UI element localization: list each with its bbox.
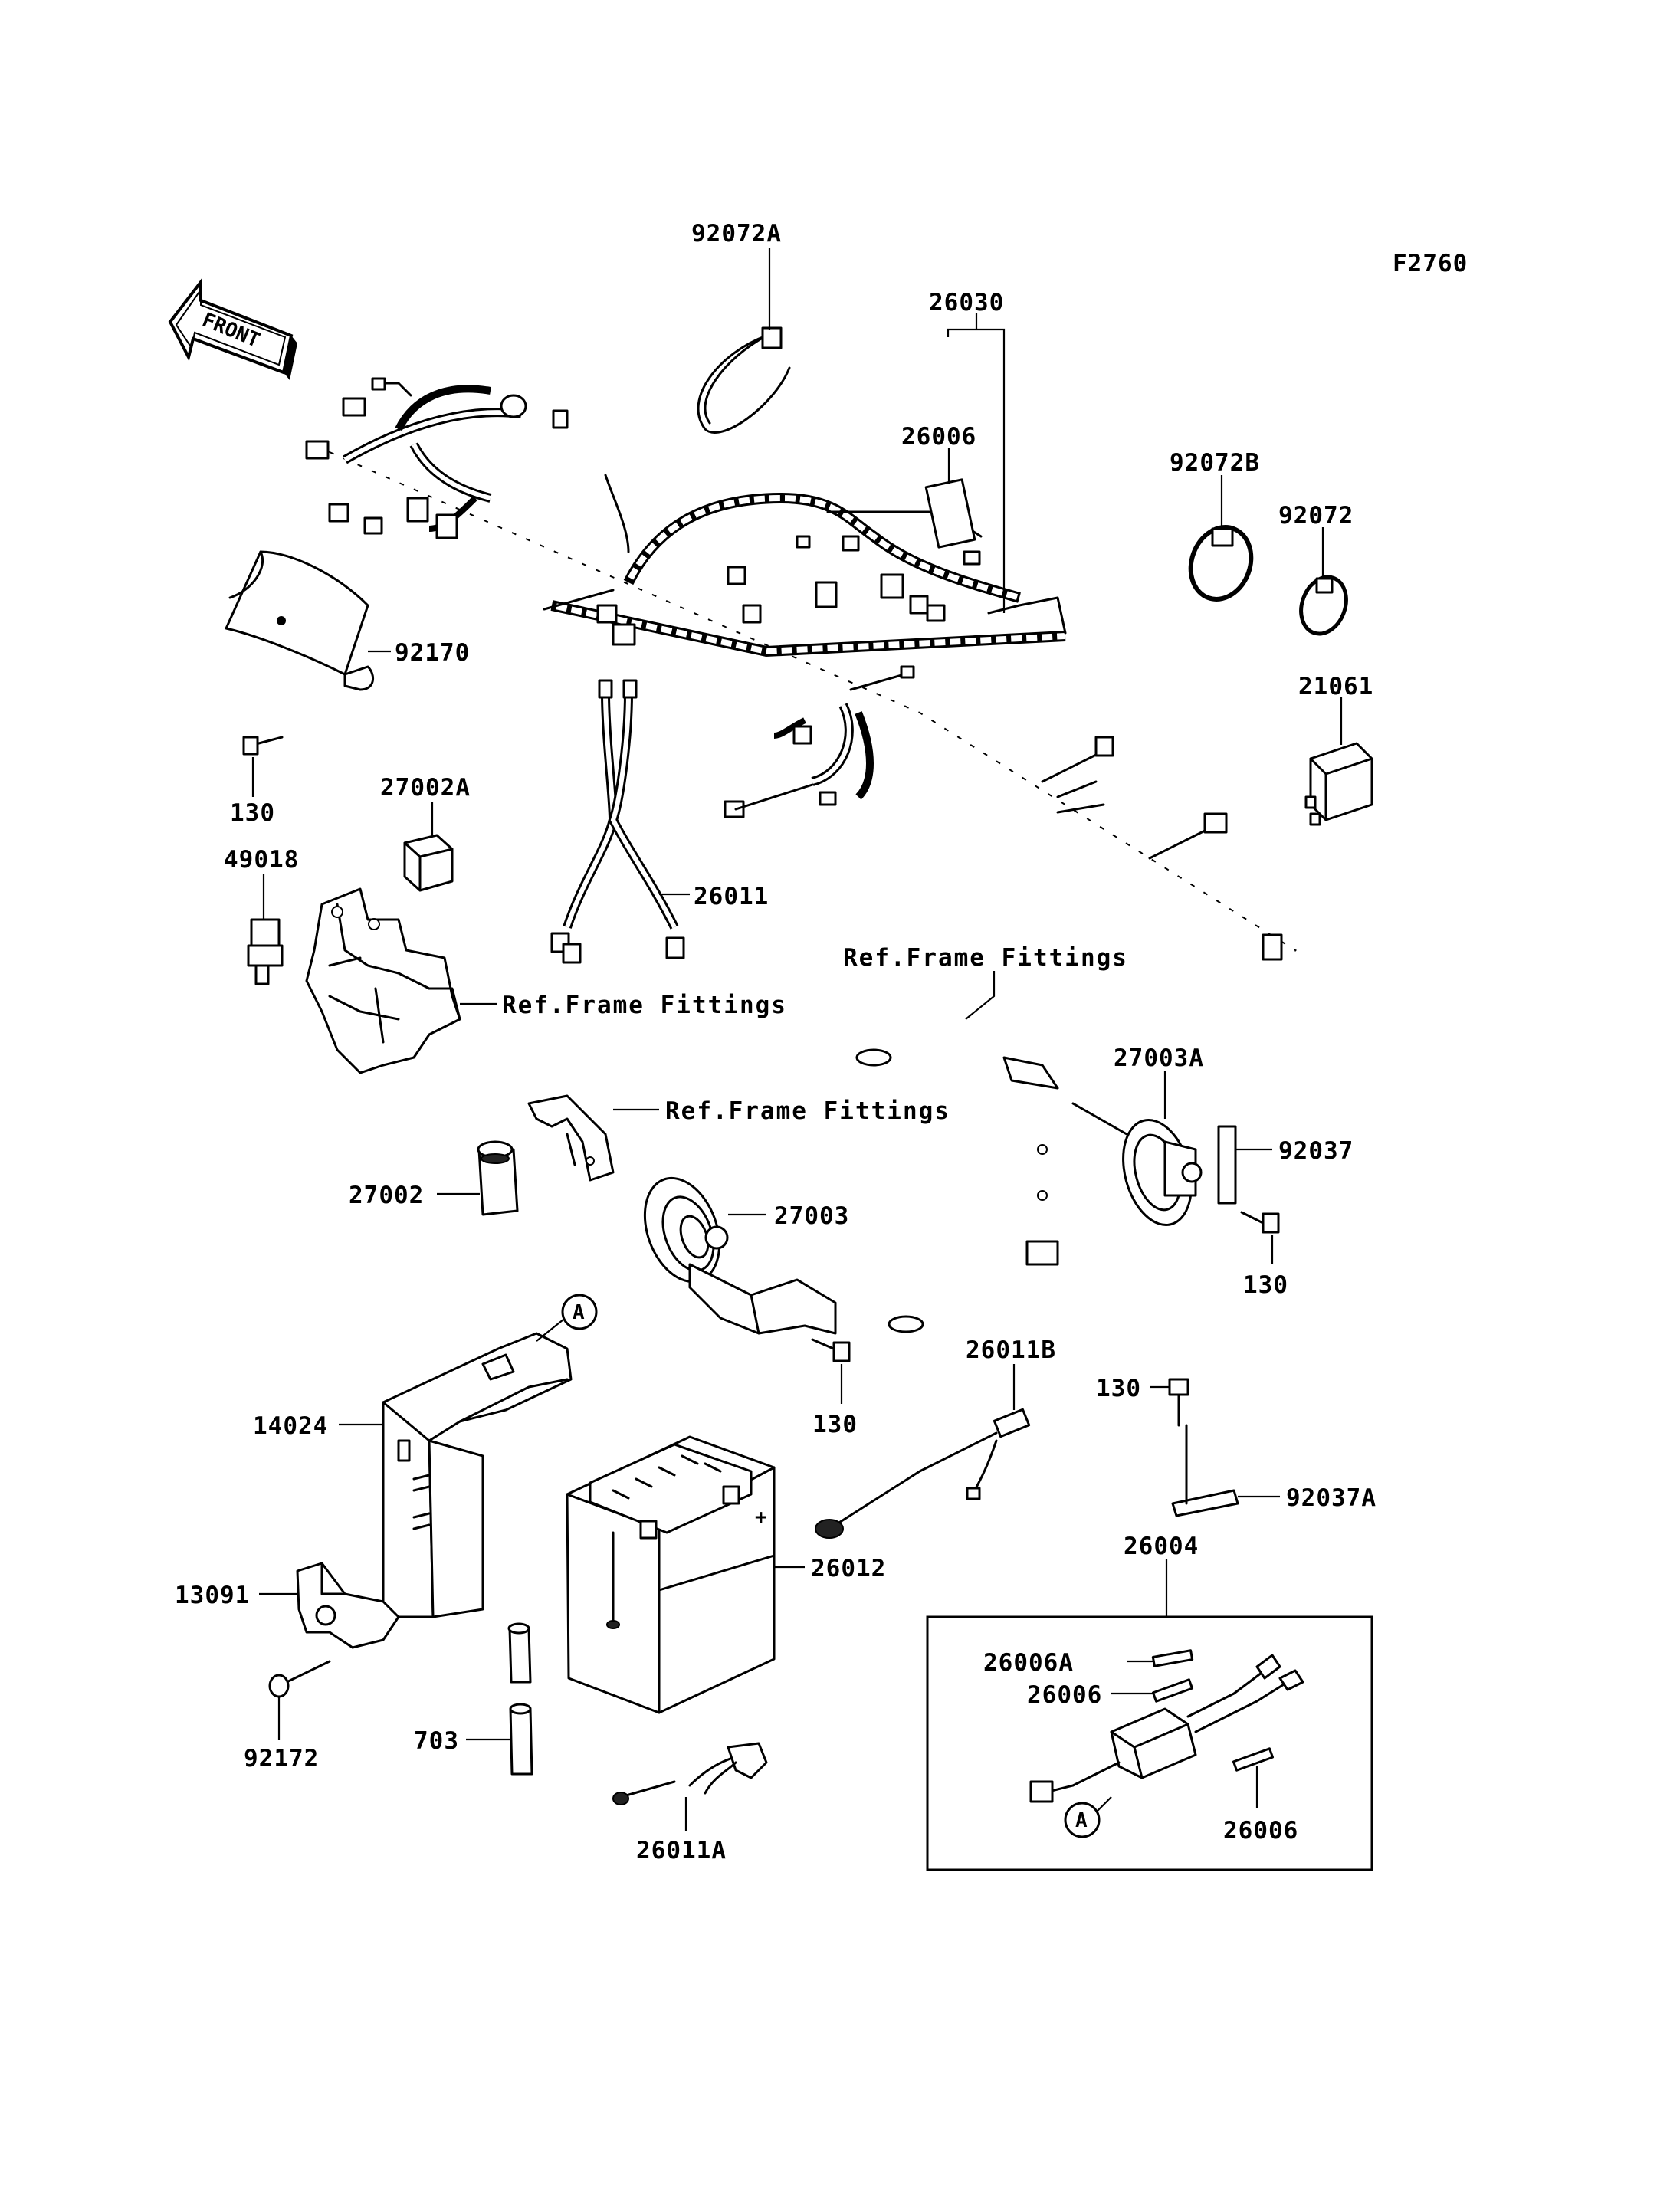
- figure-code: F2760: [1393, 250, 1468, 277]
- fuse-26006-bot: [1232, 1747, 1275, 1772]
- label-26006A: 26006A: [983, 1649, 1074, 1677]
- horn-bracket-tube: [855, 1031, 1075, 1333]
- front-arrow-icon: FRONT: [168, 277, 297, 380]
- plate-92037: [1217, 1125, 1237, 1205]
- label-13091: 13091: [175, 1582, 250, 1609]
- ref-frame-fittings-1: Ref.Frame Fittings: [502, 992, 787, 1019]
- label-49018: 49018: [224, 846, 299, 874]
- label-21061: 21061: [1298, 673, 1373, 700]
- label-130-d: 130: [1096, 1375, 1141, 1402]
- label-26004: 26004: [1124, 1533, 1199, 1560]
- battery-26012: +: [566, 1435, 776, 1714]
- band-92072A: [697, 326, 791, 434]
- cable-26011B: [815, 1408, 1031, 1539]
- label-27003A: 27003A: [1114, 1044, 1204, 1072]
- label-92172: 92172: [244, 1745, 319, 1772]
- label-26006-top: 26006: [901, 423, 976, 451]
- main-wiring-harness: [305, 377, 1298, 961]
- fuse-box-assembly: [1029, 1654, 1304, 1803]
- label-130-b: 130: [1243, 1271, 1288, 1299]
- label-92072: 92072: [1278, 502, 1354, 530]
- fuse-26006-top: [924, 478, 976, 549]
- bracket-13091: [296, 1562, 400, 1649]
- callout-a-top: [561, 1294, 598, 1330]
- ref-frame-fittings-2: Ref.Frame Fittings: [665, 1097, 950, 1125]
- horn-27003: [643, 1176, 837, 1335]
- label-92037: 92037: [1278, 1137, 1354, 1165]
- label-27002A: 27002A: [380, 774, 471, 802]
- bolt-130-b: [1240, 1211, 1280, 1234]
- label-26006-bot: 26006: [1223, 1817, 1298, 1844]
- bolt-130-d: [1168, 1378, 1189, 1427]
- plate-92037A: [1171, 1424, 1239, 1517]
- bolt-130-a: [242, 736, 284, 756]
- fuse-26006-mid: [1151, 1678, 1194, 1703]
- callout-a-top-label: A: [573, 1301, 585, 1324]
- label-14024: 14024: [253, 1412, 328, 1440]
- band-92072B: [1188, 525, 1254, 602]
- connector-49018: [247, 918, 284, 985]
- relay-27002A: [403, 834, 454, 892]
- frame-bracket-small: [527, 1094, 615, 1182]
- label-27002: 27002: [349, 1182, 424, 1209]
- callout-a-bottom: [1064, 1802, 1101, 1838]
- relay-27002: [477, 1140, 519, 1216]
- label-703: 703: [414, 1727, 459, 1755]
- label-26011B: 26011B: [966, 1336, 1056, 1364]
- label-26011A: 26011A: [636, 1837, 727, 1864]
- band-92072: [1299, 575, 1348, 636]
- label-92072B: 92072B: [1170, 449, 1260, 477]
- tube-703: [507, 1622, 533, 1776]
- sub-harness-26011: [550, 679, 685, 964]
- svg-text:+: +: [755, 1506, 767, 1529]
- label-130-c: 130: [812, 1411, 858, 1438]
- label-92037A: 92037A: [1286, 1484, 1376, 1512]
- terminal-26011A: [612, 1742, 768, 1805]
- label-130-a: 130: [230, 799, 275, 827]
- label-26006-mid: 26006: [1027, 1681, 1102, 1709]
- callout-a-bottom-label: A: [1075, 1809, 1088, 1832]
- label-26011: 26011: [694, 883, 769, 910]
- battery-cover-14024: [382, 1332, 573, 1618]
- cover-92170: [225, 550, 375, 691]
- label-27003: 27003: [774, 1202, 849, 1230]
- label-26012: 26012: [811, 1555, 886, 1582]
- ref-frame-fittings-3: Ref.Frame Fittings: [843, 944, 1128, 972]
- assembly-26004-box: [926, 1615, 1373, 1871]
- label-92170: 92170: [395, 639, 470, 667]
- label-26030: 26030: [929, 289, 1004, 316]
- relay-21061: [1304, 742, 1373, 826]
- screw-92172: [268, 1660, 331, 1698]
- label-92072A: 92072A: [691, 220, 782, 248]
- horn-27003A: [1071, 1102, 1203, 1226]
- fuse-26006A: [1151, 1649, 1194, 1667]
- battery-tray-bracket: [305, 887, 461, 1074]
- bolt-130-c: [811, 1338, 851, 1362]
